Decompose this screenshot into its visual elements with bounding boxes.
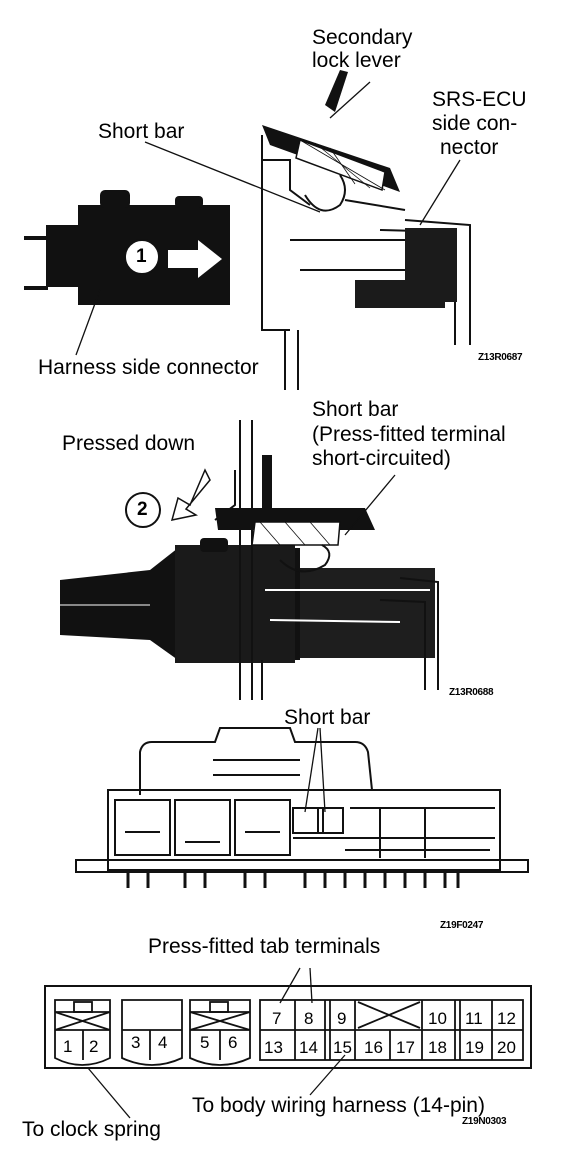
figure-2-connector-diagram xyxy=(60,420,439,700)
secondary-lock-lever-pressed xyxy=(215,455,375,573)
pin-12: 12 xyxy=(497,1009,516,1028)
step-2-number: 2 xyxy=(137,499,148,520)
clock-spring-sockets xyxy=(54,999,251,1066)
short-bar-label-fig2-line2: (Press-fitted terminal xyxy=(312,423,506,446)
pin-3: 3 xyxy=(131,1033,140,1052)
pin-13: 13 xyxy=(264,1038,283,1057)
pin-4: 4 xyxy=(158,1033,167,1052)
pin-7: 7 xyxy=(272,1009,281,1028)
srs-ecu-side-connector xyxy=(261,135,471,390)
to-body-wiring-harness-label: To body wiring harness (14-pin) xyxy=(192,1094,485,1117)
step-2-marker xyxy=(125,492,161,528)
secondary-lock-lever-label-line1: Secondary xyxy=(312,26,413,49)
secondary-lock-lever xyxy=(262,70,400,212)
secondary-lock-lever-label-line2: lock lever xyxy=(312,49,401,72)
figure-4-code: Z19N0303 xyxy=(462,1116,507,1127)
srs-ecu-side-connector-pressed xyxy=(214,420,439,700)
push-arrow xyxy=(168,240,222,278)
srs-ecu-label-line2: side con- xyxy=(432,112,518,135)
step-1-number: 1 xyxy=(136,246,147,267)
pin-layout-frame xyxy=(44,985,532,1069)
pin-16: 16 xyxy=(364,1038,383,1057)
pin-17: 17 xyxy=(396,1038,415,1057)
pin-numbers: 1 2 3 4 5 6 7 8 9 10 11 12 13 14 15 16 1… xyxy=(63,1009,516,1057)
srs-ecu-label-line3: nector xyxy=(440,136,499,159)
figure-4-leader-lines xyxy=(87,967,346,1119)
harness-side-connector-pressed xyxy=(60,538,300,663)
step-1-marker xyxy=(124,239,160,275)
pressed-down-arrow xyxy=(170,468,211,521)
figure-3-connector-front-view xyxy=(75,727,529,888)
figure-3-code: Z19F0247 xyxy=(440,920,484,931)
figure-2-leader-lines xyxy=(344,474,396,536)
srs-ecu-label-line1: SRS-ECU xyxy=(432,88,527,111)
to-clock-spring-label: To clock spring xyxy=(22,1118,161,1141)
body-harness-pin-grid xyxy=(259,999,524,1061)
figure-3-leader-lines xyxy=(304,727,326,813)
pin-15: 15 xyxy=(333,1038,352,1057)
pin-10: 10 xyxy=(428,1009,447,1028)
pin-18: 18 xyxy=(428,1038,447,1057)
pin-9: 9 xyxy=(337,1009,346,1028)
short-bar-label-fig2-line1: Short bar xyxy=(312,398,399,421)
figure-2-code: Z13R0688 xyxy=(449,687,494,698)
figure-4-pin-layout: 1 2 3 4 5 6 7 8 9 10 11 12 13 14 15 16 1… xyxy=(44,967,532,1119)
short-bar-label-fig3: Short bar xyxy=(284,706,371,729)
figure-1-connector-diagram xyxy=(24,70,471,390)
figure-1-leader-lines xyxy=(75,81,461,356)
connector-pins xyxy=(126,872,460,888)
short-bar-label-fig2-line3: short-circuited) xyxy=(312,447,451,470)
pin-5: 5 xyxy=(200,1033,209,1052)
short-bar-label-fig1: Short bar xyxy=(98,120,185,143)
press-fitted-tab-terminals-label: Press-fitted tab terminals xyxy=(148,935,381,958)
pin-1: 1 xyxy=(63,1037,72,1056)
pin-8: 8 xyxy=(304,1009,313,1028)
harness-side-connector-label: Harness side connector xyxy=(38,356,259,379)
connector-housing-outline xyxy=(75,727,529,873)
pin-14: 14 xyxy=(299,1038,318,1057)
pin-20: 20 xyxy=(497,1038,516,1057)
figure-1-code: Z13R0687 xyxy=(478,352,523,363)
pin-6: 6 xyxy=(228,1033,237,1052)
pin-2: 2 xyxy=(89,1037,98,1056)
pin-19: 19 xyxy=(465,1038,484,1057)
pin-11: 11 xyxy=(465,1009,483,1028)
pressed-down-label: Pressed down xyxy=(62,432,196,455)
